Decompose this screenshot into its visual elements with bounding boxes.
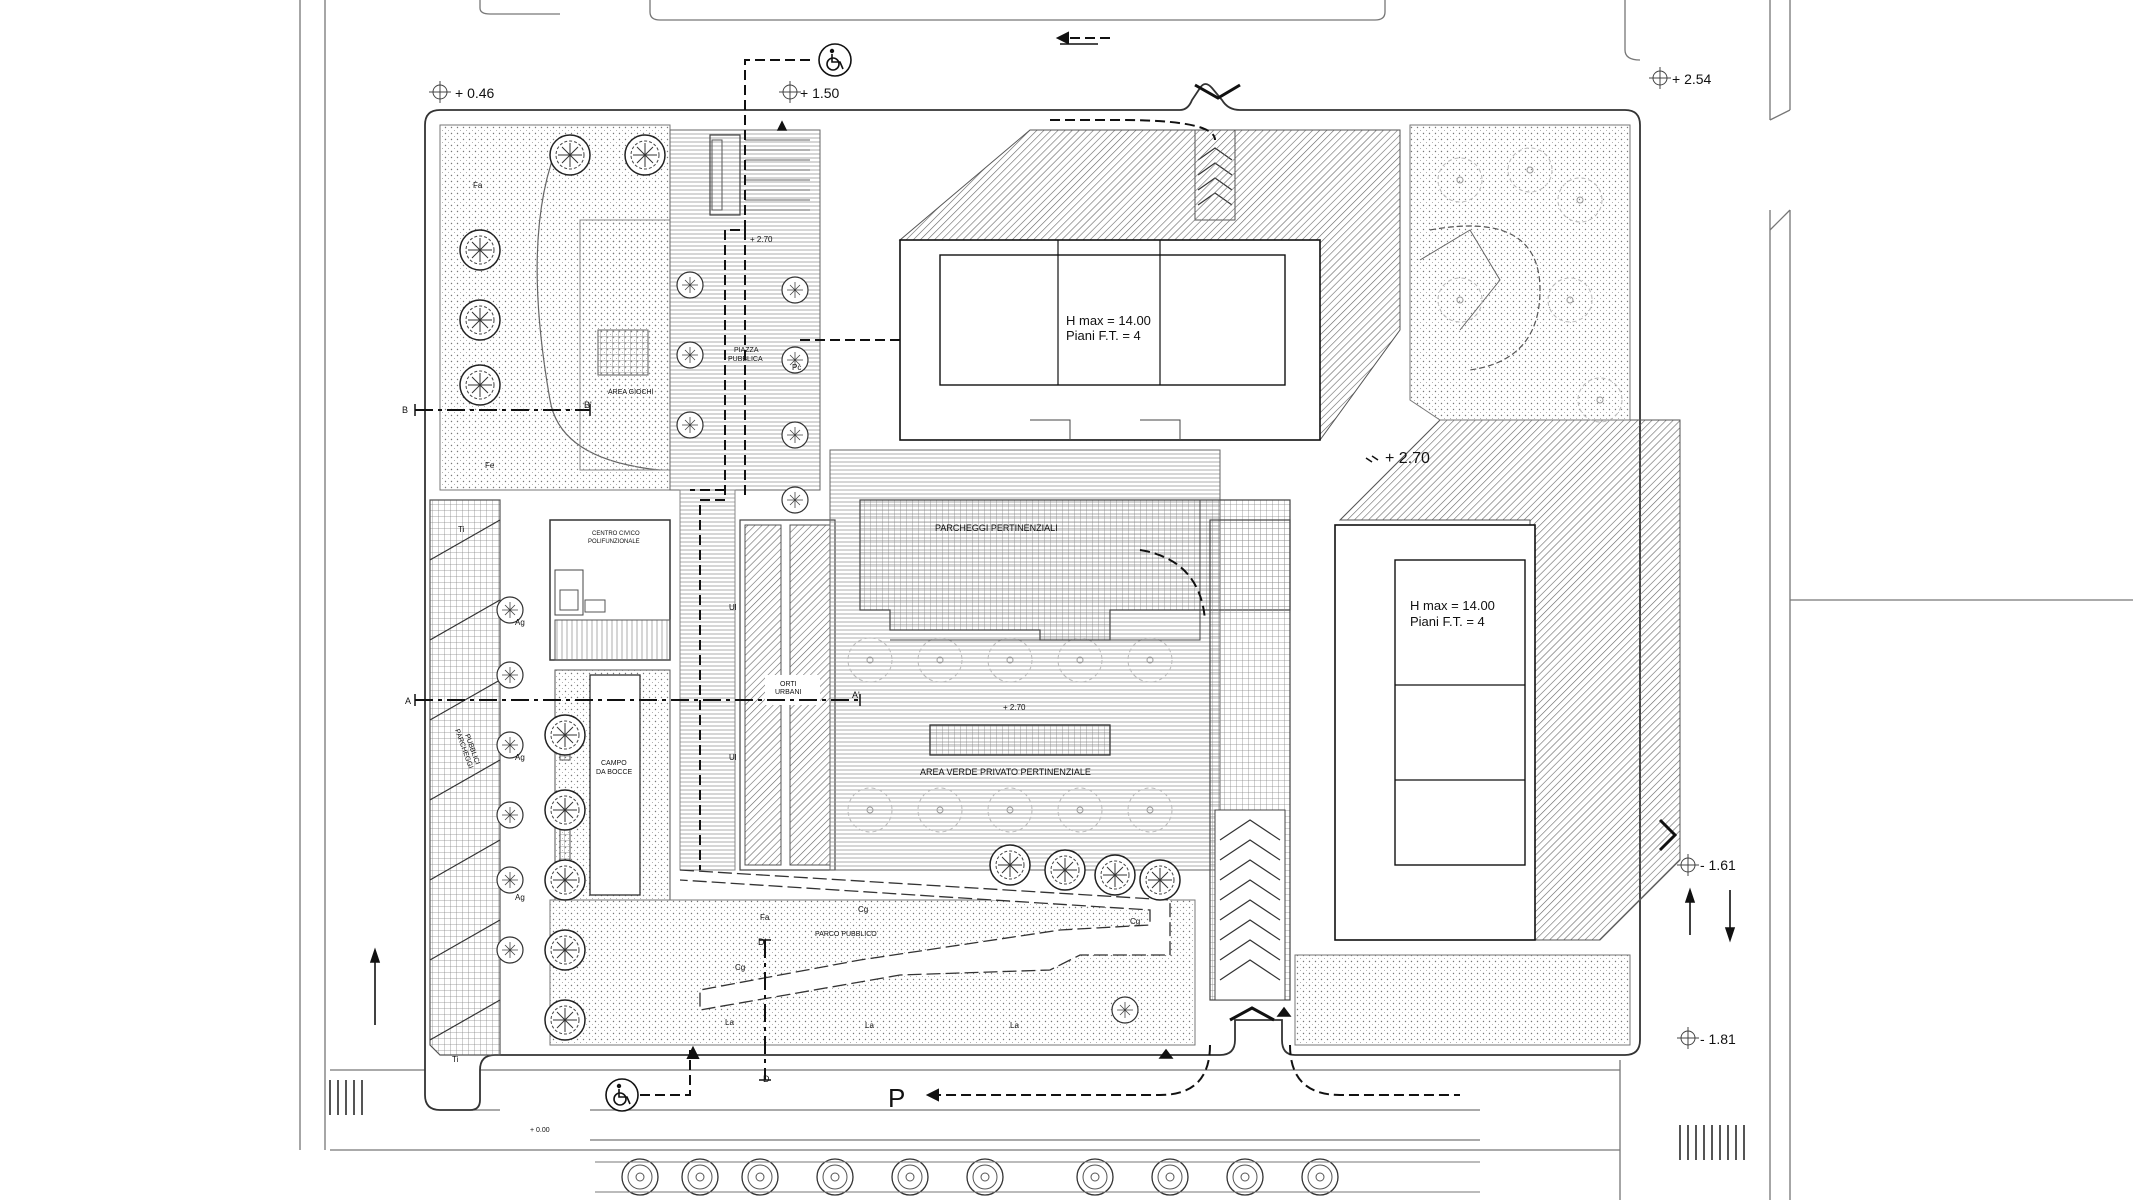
elevation-label: + 0.00 [530, 1127, 550, 1134]
east-building-hmax: H max = 14.00 [1410, 598, 1495, 613]
street-trees [595, 1158, 1480, 1196]
section-label: D [763, 1074, 770, 1084]
private-green-label: AREA VERDE PRIVATO PERTINENZIALE [920, 767, 1091, 777]
elevation-label: + 2.70 [750, 235, 773, 244]
se-garden [1294, 954, 1631, 1046]
ne-garden [1409, 124, 1631, 421]
section-label: B [402, 405, 408, 415]
north-building-floors: Piani F.T. = 4 [1066, 328, 1141, 343]
elevation-label: - 1.81 [1700, 1031, 1736, 1047]
crosswalks [329, 1080, 1745, 1160]
east-building-floors: Piani F.T. = 4 [1410, 614, 1485, 629]
species-label: Cg [1130, 917, 1140, 926]
section-label: D' [758, 937, 766, 947]
elevation-label: + 2.70 [1385, 450, 1430, 467]
species-label: Ul [729, 603, 737, 612]
species-label: Cg [735, 963, 745, 972]
public-park-label: PARCO PUBBLICO [815, 931, 877, 938]
play-area-inner [579, 219, 671, 471]
traffic-arrows [369, 43, 1736, 1025]
section-label: A [405, 696, 411, 706]
piazza-label: PUBBLICA [728, 356, 763, 363]
accessible-paths [640, 37, 1460, 1096]
private-parking-label: PARCHEGGI PERTINENZIALI [935, 523, 1058, 533]
bocce-court-label: DA BOCCE [596, 769, 633, 776]
public-parking-zone [429, 499, 501, 1056]
species-label: Fa [760, 913, 770, 922]
center-planter [929, 724, 1111, 756]
species-label: Ul [729, 753, 737, 762]
civic-center-label: CENTRO CIVICO [592, 531, 640, 537]
section-lines [415, 409, 860, 1080]
species-label: Ti [458, 525, 465, 534]
elevation-label: + 2.54 [1672, 71, 1712, 87]
elevation-label: + 0.46 [455, 85, 495, 101]
elevation-label: - 1.61 [1700, 857, 1736, 873]
section-label: A' [852, 690, 860, 700]
bocce-court [589, 674, 641, 896]
species-label: Cg [858, 905, 868, 914]
park-path [679, 869, 1171, 1011]
parking-sign: P [888, 1083, 905, 1113]
elevation-label: + 2.70 [1003, 703, 1026, 712]
species-label: La [1010, 1021, 1019, 1030]
play-area-label: AREA GIOCHI [608, 389, 654, 396]
bocce-court-label: CAMPO [601, 760, 627, 767]
street-lines [299, 0, 2133, 1200]
species-label: Ag [515, 893, 525, 902]
accessibility-icon [818, 43, 852, 77]
species-label: Fe [485, 461, 495, 470]
species-label: La [725, 1018, 734, 1027]
urban-gardens-label: URBANI [775, 689, 802, 696]
species-label: Fa [473, 181, 483, 190]
urban-gardens-label: ORTI [780, 681, 797, 688]
species-label: Ag [515, 753, 525, 762]
piazza-label: PIAZZA [734, 347, 759, 354]
north-building-hmax: H max = 14.00 [1066, 313, 1151, 328]
species-label: Pc [792, 363, 801, 372]
accessibility-icon [605, 1078, 639, 1112]
section-label: B' [584, 400, 592, 410]
elevation-label: + 1.50 [800, 85, 840, 101]
species-label: Ag [515, 618, 525, 627]
civic-center-label: POLIFUNZIONALE [588, 539, 640, 545]
species-label: La [865, 1021, 874, 1030]
species-label: Ti [452, 1055, 459, 1064]
